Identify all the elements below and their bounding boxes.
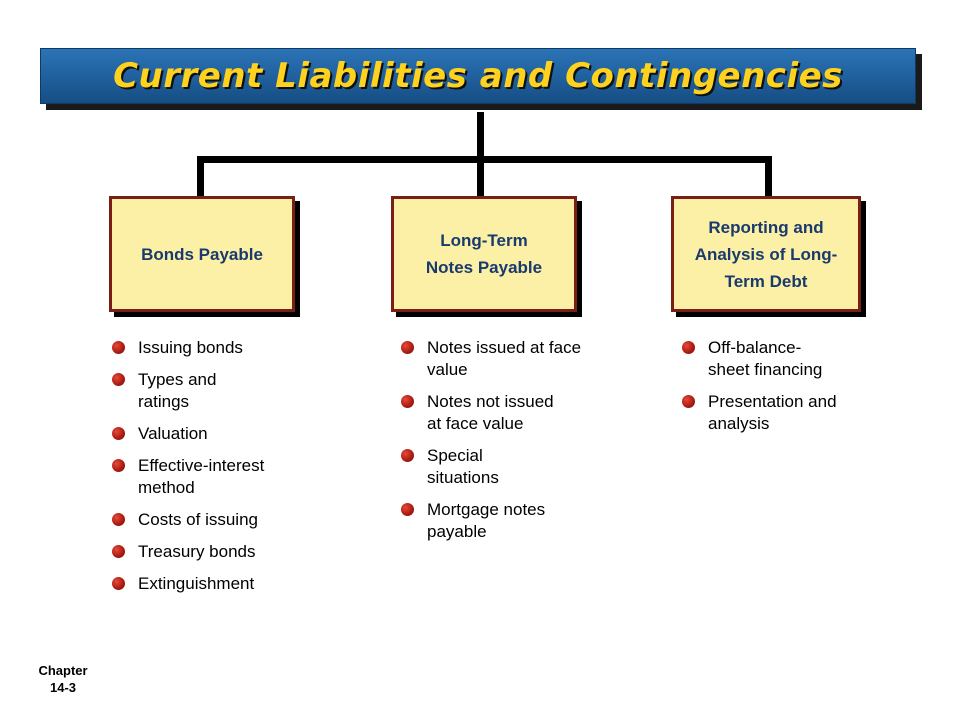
bullet-icon	[112, 513, 125, 526]
chapter-footer: Chapter 14-3	[28, 662, 98, 696]
list-item-text: Extinguishment	[138, 574, 255, 593]
bullet-icon	[112, 341, 125, 354]
chapter-label: Chapter	[38, 663, 88, 678]
list-item-text: Types and ratings	[138, 370, 217, 411]
list-item: Types and ratings	[112, 369, 302, 413]
bullet-icon	[401, 395, 414, 408]
bullet-icon	[112, 373, 125, 386]
list-item: Costs of issuing	[112, 509, 302, 531]
title-banner: Current Liabilities and Contingencies	[40, 48, 916, 104]
connector-right	[765, 156, 772, 198]
box-long-term-notes: Long-Term Notes Payable	[391, 196, 577, 312]
list-item-text: Special situations	[427, 446, 499, 487]
page-title: Current Liabilities and Contingencies	[113, 56, 843, 96]
list-item: Off-balance-sheet financing	[682, 337, 872, 381]
connector-horizontal	[197, 156, 772, 163]
bullet-icon	[401, 449, 414, 462]
list-item-text: Issuing bonds	[138, 338, 243, 357]
bullet-icon	[401, 503, 414, 516]
box-bonds-payable: Bonds Payable	[109, 196, 295, 312]
topic-list-reporting: Off-balance-sheet financing Presentation…	[682, 337, 872, 445]
connector-left	[197, 156, 204, 198]
connector-center	[477, 156, 484, 198]
box-reporting-analysis: Reporting and Analysis of Long- Term Deb…	[671, 196, 861, 312]
bullet-icon	[112, 577, 125, 590]
list-item-text: Costs of issuing	[138, 510, 258, 529]
list-item: Notes issued at face value	[401, 337, 591, 381]
list-item-text: Notes not issued at face value	[427, 392, 554, 433]
list-item-text: Mortgage notes payable	[427, 500, 546, 541]
bullet-icon	[682, 341, 695, 354]
list-item-text: Presentation and analysis	[708, 392, 837, 433]
topic-list-bonds: Issuing bonds Types and ratings Valuatio…	[112, 337, 302, 605]
bullet-icon	[401, 341, 414, 354]
list-item-text: Treasury bonds	[138, 542, 256, 561]
box-label: Reporting and Analysis of Long- Term Deb…	[694, 217, 838, 291]
list-item: Treasury bonds	[112, 541, 302, 563]
bullet-icon	[112, 427, 125, 440]
list-item: Presentation and analysis	[682, 391, 872, 435]
list-item: Special situations	[401, 445, 591, 489]
list-item: Notes not issued at face value	[401, 391, 591, 435]
bullet-icon	[112, 459, 125, 472]
list-item-text: Valuation	[138, 424, 208, 443]
list-item-text: Off-balance-sheet financing	[708, 338, 823, 379]
list-item-text: Notes issued at face value	[427, 338, 582, 379]
list-item: Extinguishment	[112, 573, 302, 595]
chapter-number: 14-3	[49, 680, 77, 695]
list-item-text: Effective-interest method	[138, 456, 265, 497]
connector-trunk	[477, 112, 484, 160]
topic-list-notes: Notes issued at face value Notes not iss…	[401, 337, 591, 553]
list-item: Valuation	[112, 423, 302, 445]
box-label: Bonds Payable	[141, 244, 263, 264]
list-item: Issuing bonds	[112, 337, 302, 359]
list-item: Effective-interest method	[112, 455, 302, 499]
box-label: Long-Term Notes Payable	[425, 231, 543, 277]
list-item: Mortgage notes payable	[401, 499, 591, 543]
bullet-icon	[112, 545, 125, 558]
bullet-icon	[682, 395, 695, 408]
